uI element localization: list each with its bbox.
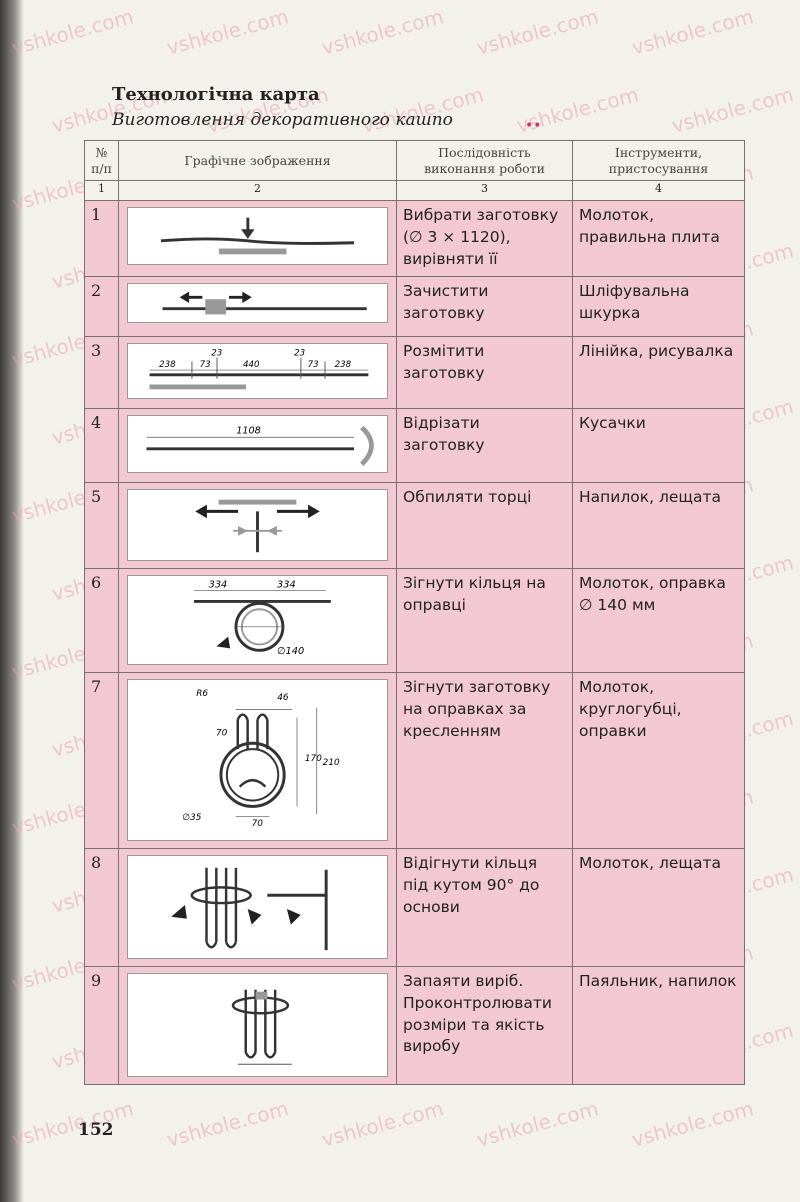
dimension-label: 238	[335, 360, 352, 370]
watermark-text: vshkole.com	[164, 1096, 291, 1152]
sanding-icon	[127, 283, 388, 324]
step-text: Відігнути кільця під кутом 90° до основи	[396, 848, 573, 968]
column-number-row: 1 2 3 4	[84, 180, 745, 202]
watermark-text: vshkole.com	[9, 4, 136, 60]
row-number: 5	[84, 482, 119, 570]
row-number: 9	[84, 966, 119, 1086]
dimension-label: ∅35	[182, 813, 201, 823]
table-row: 4 1108 Відрізати заготовку Кусачки	[84, 408, 745, 484]
graphic-cell	[118, 200, 397, 278]
dimension-label: 334	[209, 580, 228, 591]
step-text: Відрізати заготовку	[396, 408, 573, 484]
filing-icon	[127, 489, 388, 562]
cutting-icon: 1108	[127, 415, 388, 474]
bending-drawing-icon: R6 46 70 170 210 ∅35 70	[127, 679, 388, 842]
tool-text: Молоток, оправка ∅ 140 мм	[572, 568, 745, 674]
step-text: Обпиляти торці	[396, 482, 573, 570]
graphic-cell: 1108	[118, 408, 397, 484]
column-number: 1	[84, 180, 119, 202]
dimension-label: 73	[200, 360, 211, 370]
watermark-text: vshkole.com	[474, 4, 601, 60]
dimension-label: 1108	[236, 426, 261, 437]
dimension-label: 23	[211, 349, 222, 359]
ring-fold-icon	[127, 855, 388, 960]
tool-text: Паяльник, напилок	[572, 966, 745, 1086]
graphic-cell	[118, 966, 397, 1086]
technology-card-table: № п/п Графічне зображення Послідовність …	[84, 139, 745, 1086]
dimension-label: 23	[294, 349, 305, 359]
column-number: 4	[572, 180, 745, 202]
page-number: 152	[78, 1120, 114, 1140]
step-text: Запаяти виріб. Проконтролювати розміри т…	[396, 966, 573, 1086]
dimension-label: 334	[277, 580, 296, 591]
step-text: Розмітити заготовку	[396, 336, 573, 410]
dimension-label: 73	[308, 360, 319, 370]
table-row: 6 334 334 ∅140 Зігнути кіл	[84, 568, 745, 674]
watermark-text: vshkole.com	[9, 1096, 136, 1152]
table-row: 7 R6 46 70 170 210 ∅35 70	[84, 672, 745, 850]
table-row: 9 Запаяти виріб. Проконтролювати розміри…	[84, 966, 745, 1086]
wire-straightening-icon	[127, 207, 388, 266]
watermark-text: vshkole.com	[319, 4, 446, 60]
page-subtitle: Виготовлення декоративного кашпо	[112, 110, 453, 130]
row-number: 1	[84, 200, 119, 278]
graphic-cell: 334 334 ∅140	[118, 568, 397, 674]
page-title: Технологічна карта	[112, 84, 320, 105]
watermark-text: vshkole.com	[474, 1096, 601, 1152]
dimension-label: 440	[243, 360, 260, 370]
table-row: 8 Відігнути кільця під кутом 90° до	[84, 848, 745, 968]
graphic-cell: R6 46 70 170 210 ∅35 70	[118, 672, 397, 850]
dimension-label: 46	[277, 693, 289, 703]
dimension-label: R6	[196, 689, 208, 699]
table-row: 3 238 73 23 440 23 73 238	[84, 336, 745, 410]
step-text: Зігнути заготовку на оправках за креслен…	[396, 672, 573, 850]
column-number: 3	[396, 180, 573, 202]
tool-text: Молоток, круглогубці, оправки	[572, 672, 745, 850]
watermark-text: vshkole.com	[319, 1096, 446, 1152]
watermark-text: vshkole.com	[164, 4, 291, 60]
tool-text: Кусачки	[572, 408, 745, 484]
graphic-cell: 238 73 23 440 23 73 238	[118, 336, 397, 410]
tool-text: Молоток, правильна плита	[572, 200, 745, 278]
watermark-text: vshkole.com	[629, 4, 756, 60]
tool-text: Напилок, лещата	[572, 482, 745, 570]
column-header-tools: Інструменти, пристосування	[572, 139, 745, 182]
watermark-text: vshkole.com	[629, 1096, 756, 1152]
column-number: 2	[118, 180, 397, 202]
watermark-text: vshkole.com	[669, 82, 796, 138]
dimension-label: 70	[252, 819, 264, 829]
row-number: 4	[84, 408, 119, 484]
soldering-icon	[127, 973, 388, 1078]
dimension-label: 210	[323, 758, 340, 768]
dimension-label: ∅140	[277, 646, 304, 657]
step-text: Зачистити заготовку	[396, 276, 573, 338]
row-number: 3	[84, 336, 119, 410]
column-header-graphic: Графічне зображення	[118, 139, 397, 182]
step-text: Зігнути кільця на оправці	[396, 568, 573, 674]
tool-text: Молоток, лещата	[572, 848, 745, 968]
decorative-dots: ••	[525, 118, 542, 134]
tool-text: Шліфувальна шкурка	[572, 276, 745, 338]
column-header-number: № п/п	[84, 139, 119, 182]
row-number: 2	[84, 276, 119, 338]
page-binding-edge	[0, 0, 24, 1202]
row-number: 8	[84, 848, 119, 968]
ring-bending-icon: 334 334 ∅140	[127, 575, 388, 666]
row-number: 6	[84, 568, 119, 674]
table-row: 1 Вибрати заготовку (∅ 3 × 1120), вирівн…	[84, 200, 745, 278]
tool-text: Лінійка, рисувалка	[572, 336, 745, 410]
table-header-row: № п/п Графічне зображення Послідовність …	[84, 139, 745, 182]
graphic-cell	[118, 482, 397, 570]
dimension-label: 170	[305, 754, 322, 764]
table-row: 2 Зачистити заготовку Шліфувальна шкурка	[84, 276, 745, 338]
graphic-cell	[118, 848, 397, 968]
column-header-sequence: Послідовність виконання роботи	[396, 139, 573, 182]
dimension-label: 70	[216, 729, 228, 739]
dimension-label: 238	[159, 360, 176, 370]
step-text: Вибрати заготовку (∅ 3 × 1120), вирівнят…	[396, 200, 573, 278]
table-row: 5 Обпиляти торці	[84, 482, 745, 570]
graphic-cell	[118, 276, 397, 338]
marking-icon: 238 73 23 440 23 73 238	[127, 343, 388, 400]
row-number: 7	[84, 672, 119, 850]
